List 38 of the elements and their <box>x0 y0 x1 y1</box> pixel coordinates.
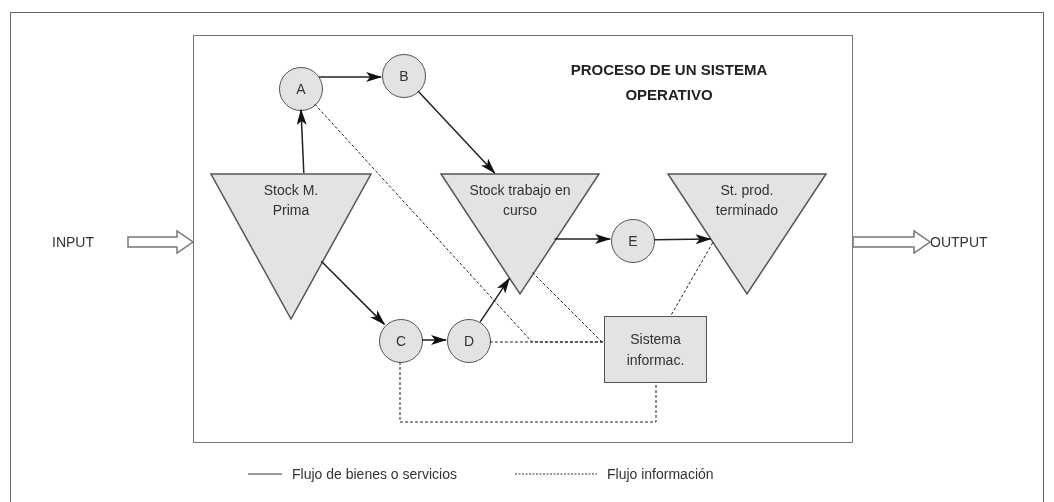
stock-triangle <box>211 174 371 319</box>
node-label: E <box>628 231 638 251</box>
stock-triangle <box>668 174 826 294</box>
activity-circle <box>611 219 655 263</box>
arrow <box>318 72 383 82</box>
dashed-connector <box>532 272 604 344</box>
stock-triangle <box>441 174 599 294</box>
node-label: St. prod. terminado <box>714 181 780 221</box>
dashed-connector <box>489 341 604 343</box>
node-label: INPUT <box>52 232 94 252</box>
hollow-arrow <box>852 229 932 255</box>
arrow <box>653 234 712 245</box>
node-label: Stock M. Prima <box>262 181 320 221</box>
node-label: OUTPUT <box>930 232 988 252</box>
arrow <box>296 108 307 174</box>
node-label: D <box>463 331 475 351</box>
node-label: Sistema informac. <box>625 330 686 370</box>
arrow <box>479 277 511 323</box>
process-title: PROCESO DE UN SISTEMA OPERATIVO <box>569 60 769 105</box>
node-label: A <box>296 79 306 99</box>
arrow <box>553 234 612 244</box>
info-system-box <box>604 316 707 383</box>
legend-label: Flujo información <box>607 466 714 482</box>
arrow <box>320 260 386 326</box>
activity-circle <box>447 319 491 363</box>
hollow-arrow <box>127 229 195 255</box>
process-frame <box>193 35 853 443</box>
activity-circle <box>382 54 426 98</box>
node-label: B <box>399 66 409 86</box>
arrow <box>421 335 447 345</box>
node-label: C <box>395 331 407 351</box>
dashed-connector <box>399 361 657 423</box>
legend-label: Flujo de bienes o servicios <box>292 466 457 482</box>
activity-circle <box>379 319 423 363</box>
arrow <box>417 90 496 174</box>
node-label: Stock trabajo en curso <box>468 181 572 221</box>
activity-circle <box>279 67 323 111</box>
dashed-connector <box>670 242 714 316</box>
